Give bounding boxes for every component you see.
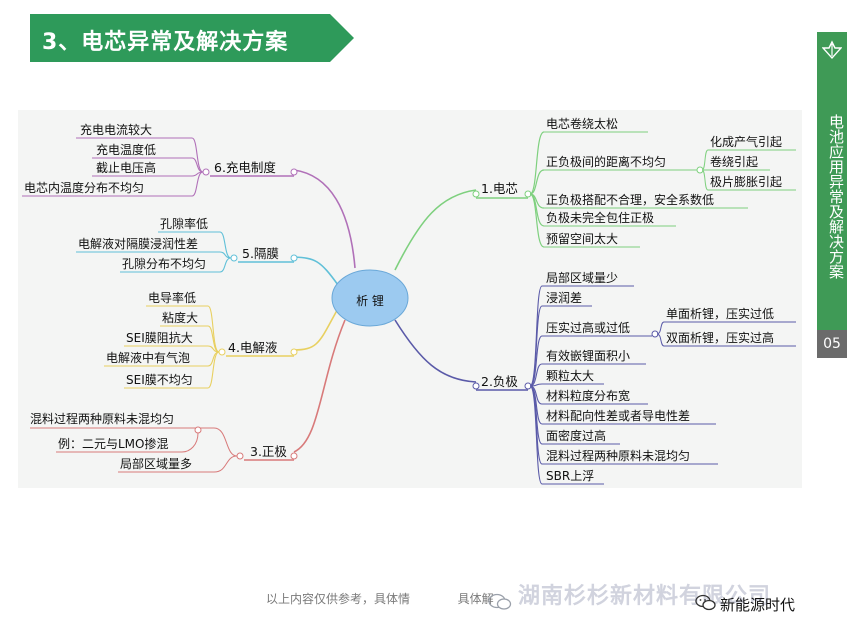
- cell-item: 正负极间的距离不均匀: [546, 154, 666, 169]
- cell-item: 电芯卷绕太松: [546, 116, 618, 131]
- anode-item: SBR上浮: [546, 469, 594, 483]
- separator-item: 电解液对隔膜浸润性差: [78, 236, 198, 251]
- center-label: 析 锂: [356, 293, 384, 308]
- cathode-item: 局部区域量多: [120, 456, 192, 471]
- charging-item: 充电温度低: [96, 142, 156, 157]
- branch-separator-label: 5.隔膜: [242, 246, 279, 261]
- cell-item: 预留空间太大: [546, 231, 618, 246]
- electrolyte-item: SEI膜不均匀: [126, 373, 193, 387]
- footer-note-end: 具体解: [457, 592, 494, 606]
- account-name: 新能源时代: [720, 596, 796, 614]
- section-title: 3、电芯异常及解决方案: [42, 30, 289, 55]
- anode-item: 有效嵌锂面积小: [546, 348, 630, 363]
- anode-item: 材料粒度分布宽: [546, 388, 630, 403]
- company-watermark: 湖南杉杉新材料有限公司: [518, 584, 772, 609]
- side-tab-label: 电池应用异常及解决方案: [827, 113, 845, 279]
- anode-item: 面密度过高: [546, 428, 606, 443]
- center-node: [331, 269, 409, 327]
- branch-cathode-label: 3.正极: [250, 444, 287, 459]
- charging-item: 电芯内温度分布不均匀: [24, 180, 144, 195]
- anode-item: 局部区域量少: [546, 270, 618, 285]
- branch-charging: 6.充电制度 充电电流较大 充电温度低 截止电压高 电芯内温度分布不均匀: [22, 122, 298, 197]
- branch-cell: 1.电芯 电芯卷绕太松 正负极间的距离不均匀 正负极搭配不合理，安全系数低 负极…: [472, 116, 796, 248]
- branch-anode: 2.负极 局部区域量少 浸润差 压实过高或过低: [472, 270, 796, 485]
- anode-sub-item: 双面析锂，压实过高: [666, 330, 774, 345]
- electrolyte-item: 粘度大: [162, 310, 198, 325]
- charging-item: 截止电压高: [96, 160, 156, 175]
- anode-item: 浸润差: [546, 291, 582, 305]
- cell-sub-item: 极片膨胀引起: [710, 175, 782, 189]
- leaf-logo-icon: [822, 40, 842, 60]
- branch-electrolyte-label: 4.电解液: [228, 340, 278, 355]
- electrolyte-item: 电导率低: [148, 290, 196, 305]
- charging-item: 充电电流较大: [80, 122, 152, 137]
- branch-cell-label: 1.电芯: [481, 181, 518, 196]
- cathode-item: 例：二元与LMO掺混: [58, 436, 169, 451]
- side-tab: [817, 32, 847, 358]
- anode-sub-item: 单面析锂，压实过低: [666, 306, 774, 321]
- separator-item: 孔隙分布不均匀: [122, 257, 206, 271]
- section-banner: [30, 14, 354, 62]
- cathode-item: 混料过程两种原料未混均匀: [30, 411, 174, 426]
- cell-item: 正负极搭配不合理，安全系数低: [546, 192, 714, 207]
- wechat-icon: [488, 593, 512, 610]
- mind-map-background: [18, 110, 802, 488]
- branch-anode-label: 2.负极: [481, 374, 518, 389]
- branch-charging-label: 6.充电制度: [214, 160, 276, 175]
- electrolyte-item: 电解液中有气泡: [106, 350, 190, 365]
- branch-electrolyte: 4.电解液 电导率低 粘度大 SEI膜阻抗大 电解液中有气泡 SEI膜不均匀: [104, 290, 298, 389]
- branch-cathode: 3.正极 混料过程两种原料未混均匀 例：二元与LMO掺混 局部区域量多: [30, 411, 298, 473]
- cell-item: 负极未完全包住正极: [546, 210, 654, 225]
- wechat-account-icon: [695, 594, 716, 611]
- footer-note: 以上内容仅供参考，具体情 具体解: [266, 590, 494, 607]
- anode-item: 材料配向性差或者导电性差: [546, 408, 690, 423]
- cell-sub-item: 卷绕引起: [710, 154, 758, 169]
- anode-item: 压实过高或过低: [546, 320, 630, 335]
- anode-item: 混料过程两种原料未混均匀: [546, 448, 690, 463]
- electrolyte-item: SEI膜阻抗大: [126, 330, 193, 345]
- footer-note-start: 以上内容仅供参考，具体情: [266, 592, 411, 606]
- page-number: 05: [817, 330, 847, 358]
- cell-sub-item: 化成产气引起: [710, 134, 782, 149]
- branch-separator: 5.隔膜 孔隙率低 电解液对隔膜浸润性差 孔隙分布不均匀: [76, 216, 298, 273]
- anode-item: 颗粒太大: [546, 368, 594, 383]
- separator-item: 孔隙率低: [160, 216, 208, 231]
